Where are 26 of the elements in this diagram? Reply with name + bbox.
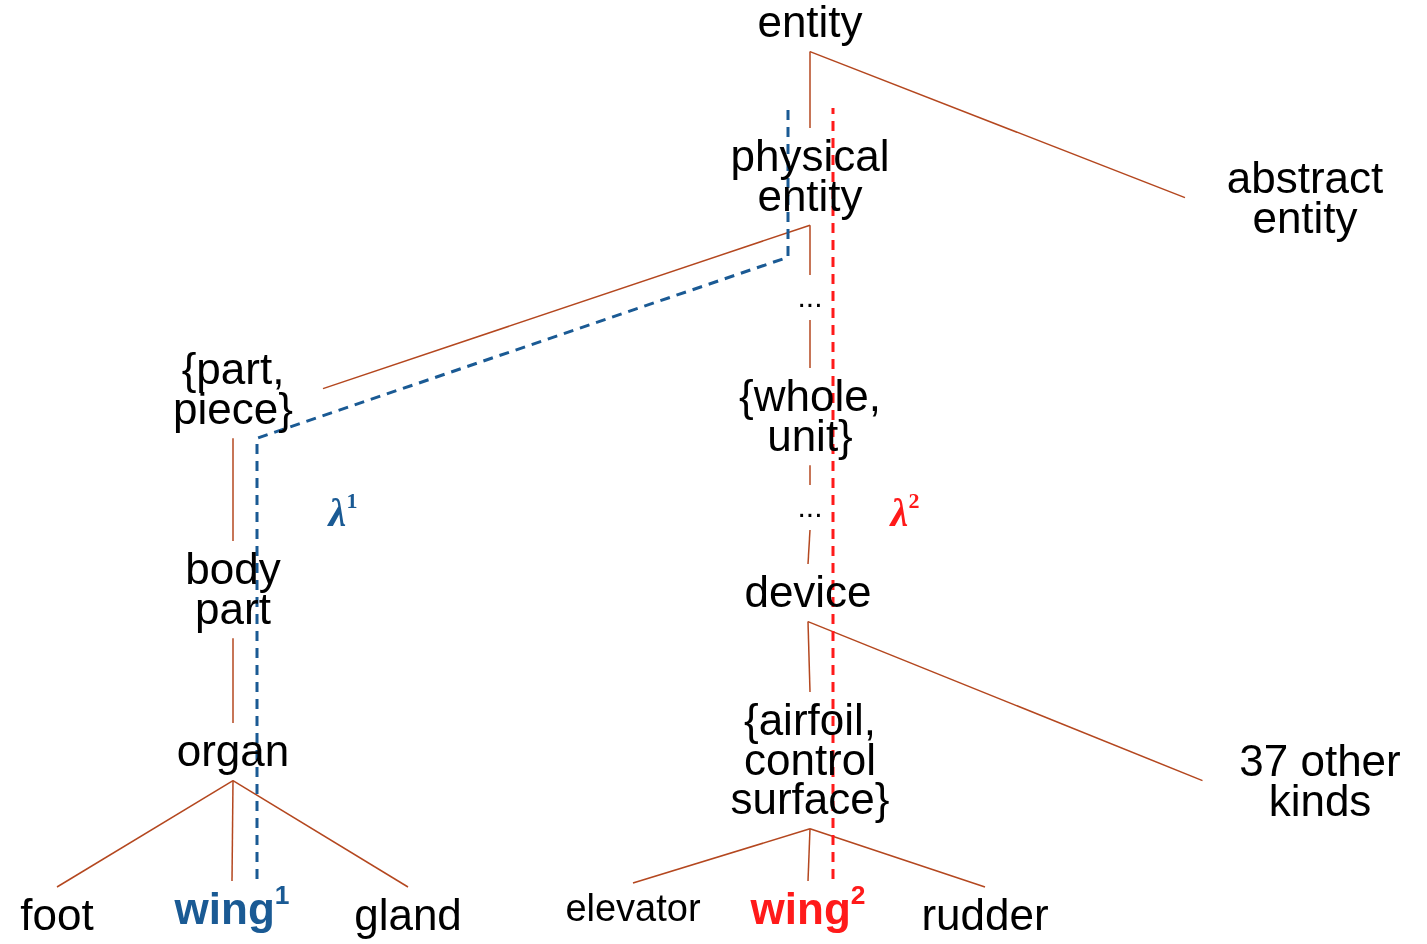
- tree-line: [232, 637, 234, 724]
- tree-line: [232, 779, 409, 888]
- tree-line: [231, 779, 234, 882]
- tree-line: [809, 50, 1186, 199]
- term-label: elevator: [565, 891, 701, 926]
- tree-line: [56, 779, 234, 888]
- term-label: ...: [797, 283, 823, 310]
- tree-line: [632, 828, 811, 884]
- dashed-path-line: [831, 108, 835, 879]
- tree-line: [232, 437, 234, 542]
- tree-line: [807, 828, 811, 882]
- term-label: rudder: [921, 895, 1049, 935]
- tree-line: [807, 620, 811, 693]
- term-label: ...: [797, 493, 823, 520]
- tree-line: [809, 828, 986, 888]
- term-label: 37 other kinds: [1212, 741, 1427, 821]
- tree-line: [809, 464, 811, 486]
- tree-line: [807, 620, 1204, 782]
- term-label: device: [744, 572, 872, 612]
- tree-line: [809, 224, 811, 276]
- dashed-path-line: [255, 108, 790, 879]
- tree-line: [322, 224, 811, 390]
- tree-line: [809, 50, 811, 129]
- tree-line: [809, 319, 811, 369]
- tree-line: [807, 529, 811, 565]
- term-label: foot: [20, 895, 94, 935]
